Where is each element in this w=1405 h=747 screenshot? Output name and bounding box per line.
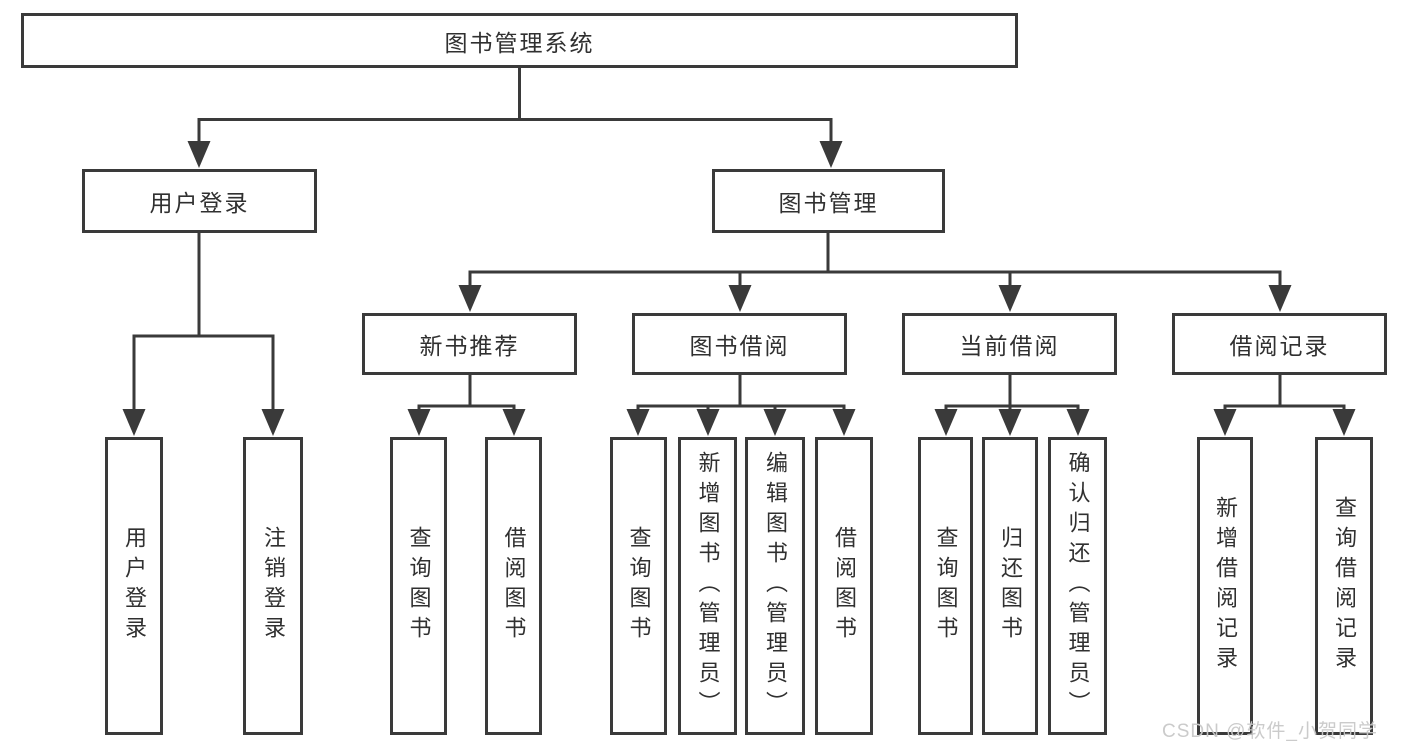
arrow-down-icon [502,409,526,436]
leaf-add-books-admin: 新增图书（管理员） [678,437,737,735]
arrow-down-icon [934,409,958,436]
node-label: 归还图书 [998,526,1023,646]
arrow-down-icon [819,141,843,168]
leaf-logout: 注销登录 [243,437,303,735]
node-label: 用户登录 [149,190,250,216]
leaf-borrow-books: 借阅图书 [815,437,873,735]
node-label: 借阅记录 [1229,333,1330,359]
node-label: 新增借阅记录 [1213,496,1238,676]
leaf-query-books: 查询图书 [610,437,667,735]
arrow-down-icon [1213,409,1237,436]
node-label: 新增图书（管理员） [695,451,721,721]
arrow-down-icon [696,409,720,436]
arrow-down-icon [1268,285,1292,312]
leaf-return-books: 归还图书 [982,437,1038,735]
node-label: 图书借阅 [689,333,790,359]
node-book-management: 图书管理 [712,169,945,233]
connector-borrowrecords-to-leaves [1223,375,1346,411]
arrow-down-icon [832,409,856,436]
node-label: 当前借阅 [959,333,1060,359]
arrowheads [122,141,1356,436]
node-label: 注销登录 [261,526,286,646]
leaf-query-books: 查询图书 [918,437,973,735]
arrow-down-icon [998,285,1022,312]
node-label: 图书管理 [778,190,879,216]
node-label: 编辑图书（管理员） [763,451,788,721]
node-label: 图书管理系统 [444,29,595,56]
leaf-confirm-return-admin: 确认归还（管理员） [1048,437,1107,735]
node-label: 用户登录 [122,526,147,646]
node-label: 查询图书 [626,526,652,646]
arrow-down-icon [1332,409,1356,436]
arrow-down-icon [122,409,146,436]
node-label: 借阅图书 [501,526,527,646]
connector-bookborrow-to-leaves [636,375,846,411]
node-new-book-recommendation: 新书推荐 [362,313,577,375]
arrow-down-icon [626,409,650,436]
leaf-query-borrow-record: 查询借阅记录 [1315,437,1373,735]
node-label: 查询图书 [406,526,432,646]
node-current-borrowing: 当前借阅 [902,313,1117,375]
arrow-down-icon [407,409,431,436]
node-label: 新书推荐 [419,333,520,359]
arrow-down-icon [998,409,1022,436]
node-label: 借阅图书 [832,526,857,646]
connector-newbookrec-to-leaves [417,375,516,411]
connector-userlogin-to-leaves [132,233,275,410]
node-label: 确认归还（管理员） [1065,451,1091,721]
arrow-down-icon [261,409,285,436]
leaf-add-borrow-record: 新增借阅记录 [1197,437,1253,735]
leaf-borrow-books: 借阅图书 [485,437,542,735]
leaf-user-login: 用户登录 [105,437,163,735]
connector-root-to-level2 [197,68,833,142]
node-borrowing-records: 借阅记录 [1172,313,1387,375]
connector-currentborrow-to-leaves [944,375,1080,411]
arrow-down-icon [1066,409,1090,436]
connector-bookmgmt-to-level3 [468,233,1282,286]
node-book-borrowing: 图书借阅 [632,313,847,375]
csdn-watermark: CSDN @软件_小贺同学 [1162,721,1378,742]
arrow-down-icon [458,285,482,312]
node-label: 查询借阅记录 [1332,496,1357,676]
leaf-query-books: 查询图书 [390,437,447,735]
leaf-edit-books-admin: 编辑图书（管理员） [745,437,805,735]
node-system-root: 图书管理系统 [21,13,1018,68]
arrow-down-icon [728,285,752,312]
node-label: 查询图书 [933,526,959,646]
arrow-down-icon [763,409,787,436]
node-user-login: 用户登录 [82,169,317,233]
arrow-down-icon [187,141,211,168]
